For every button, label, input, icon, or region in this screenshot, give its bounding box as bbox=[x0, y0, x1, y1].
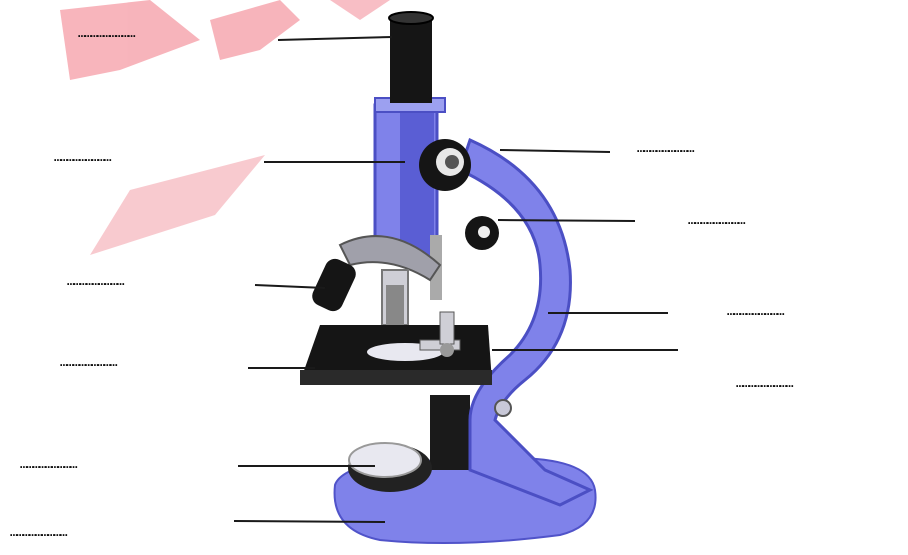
label-blank-mirror[interactable]: ……………………… bbox=[20, 458, 76, 472]
arm-pivot-screw bbox=[495, 400, 511, 416]
microscope-arm bbox=[460, 140, 590, 505]
coarse-adjustment-knob bbox=[419, 139, 471, 191]
label-blank-eyepiece[interactable]: ……………………… bbox=[78, 27, 134, 41]
label-blank-stage-clip[interactable]: ……………………… bbox=[736, 377, 792, 391]
leader-fine bbox=[498, 220, 635, 221]
label-blank-coarse-adjustment[interactable]: ……………………… bbox=[637, 142, 693, 156]
microscope-eyepiece bbox=[390, 18, 432, 103]
leader-objective bbox=[255, 285, 325, 288]
label-blank-objective-lens[interactable]: ……………………… bbox=[67, 275, 123, 289]
label-blank-stage[interactable]: ……………………… bbox=[60, 356, 116, 370]
label-blank-arm[interactable]: ……………………… bbox=[727, 305, 783, 319]
microscope-pillar bbox=[430, 395, 470, 470]
leader-coarse bbox=[500, 150, 610, 152]
label-blank-fine-adjustment[interactable]: ……………………… bbox=[688, 214, 744, 228]
fine-adjustment-knob bbox=[465, 216, 499, 250]
leader-base bbox=[234, 521, 385, 522]
leader-eyepiece bbox=[278, 37, 392, 40]
label-blank-body-tube[interactable]: ……………………… bbox=[54, 151, 110, 165]
label-blank-base[interactable]: ……………………… bbox=[10, 526, 66, 540]
